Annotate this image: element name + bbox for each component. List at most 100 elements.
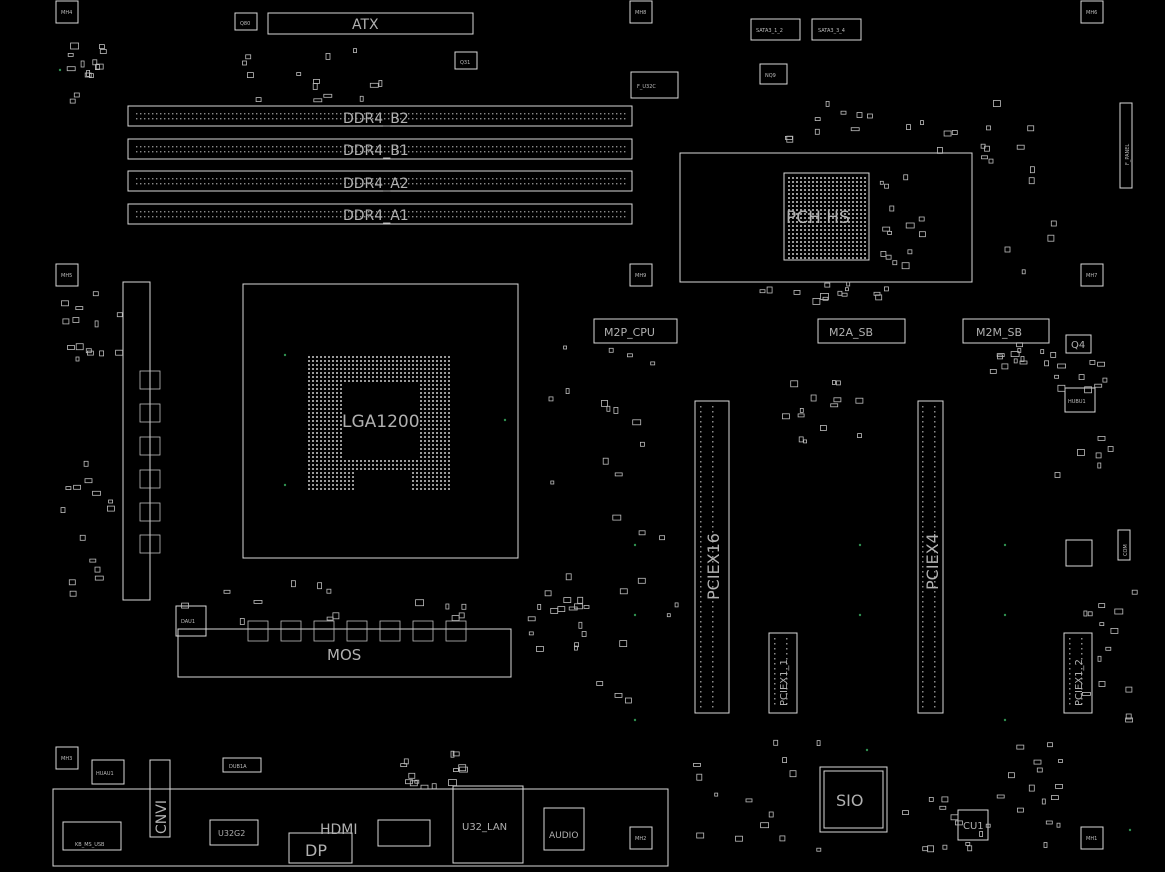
- dimm-pin: [600, 113, 602, 115]
- pcie-pin: [700, 476, 702, 478]
- cpu-pad: [340, 368, 342, 370]
- dau1-chip: [175, 605, 207, 637]
- passive-component: [797, 413, 805, 418]
- pch-ball: [844, 205, 846, 207]
- pch-ball: [820, 221, 822, 223]
- passive-component: [892, 260, 898, 266]
- pch-ball: [796, 177, 798, 179]
- pcie-pin: [700, 501, 702, 503]
- cpu-pad: [432, 488, 434, 490]
- cpu-pad: [416, 488, 418, 490]
- pch-ball: [800, 225, 802, 227]
- cpu-pad: [364, 464, 366, 466]
- pch-ball: [852, 213, 854, 215]
- dimm-pin: [268, 183, 270, 185]
- dimm-pin: [592, 178, 594, 180]
- pcie-pin: [700, 701, 702, 703]
- pch-ball: [800, 233, 802, 235]
- pciex16-slot: [694, 400, 730, 714]
- pch-ball: [812, 197, 814, 199]
- dimm-pin: [156, 118, 158, 120]
- pch-ball: [828, 237, 830, 239]
- cpu-pad: [448, 360, 450, 362]
- cpu-pad: [348, 368, 350, 370]
- cpu-pad: [444, 376, 446, 378]
- cpu-pad: [340, 364, 342, 366]
- dimm-pin: [144, 211, 146, 213]
- passive-component: [1097, 655, 1102, 662]
- passive-component: [812, 297, 821, 305]
- cpu-pad: [336, 456, 338, 458]
- cpu-pad: [320, 444, 322, 446]
- cpu-pad: [308, 468, 310, 470]
- passive-component: [906, 124, 911, 130]
- pch-ball: [856, 185, 858, 187]
- cpu-pad: [424, 476, 426, 478]
- cpu-pad: [428, 456, 430, 458]
- dimm-pin: [592, 118, 594, 120]
- cpu-pad: [420, 368, 422, 370]
- passive-component: [1028, 784, 1035, 792]
- dimm-pin: [400, 146, 402, 148]
- pch-ball: [864, 249, 866, 251]
- cpu-pad: [328, 468, 330, 470]
- dimm-pin: [328, 183, 330, 185]
- dimm-pin: [384, 113, 386, 115]
- pch-ball: [820, 217, 822, 219]
- cpu-pad: [348, 472, 350, 474]
- dimm-pin: [136, 211, 138, 213]
- pcie-pin: [700, 446, 702, 448]
- pcie-pin: [1069, 688, 1071, 690]
- dimm-pin: [252, 151, 254, 153]
- via-dot: [1003, 613, 1007, 617]
- cpu-pad: [332, 416, 334, 418]
- cpu-pad: [336, 400, 338, 402]
- dimm-pin: [308, 211, 310, 213]
- passive-component: [1013, 358, 1018, 364]
- cpu-pad: [428, 424, 430, 426]
- pcie-pin: [700, 406, 702, 408]
- dimm-pin: [368, 118, 370, 120]
- dimm-pin: [556, 178, 558, 180]
- dimm-pin: [440, 146, 442, 148]
- pch-ball: [820, 205, 822, 207]
- passive-component: [939, 805, 947, 810]
- f-u32c-connector: [630, 71, 679, 99]
- pch-ball: [812, 201, 814, 203]
- pcie-pin: [1081, 683, 1083, 685]
- cpu-pad: [336, 408, 338, 410]
- pch-ball: [852, 197, 854, 199]
- cpu-pad: [424, 432, 426, 434]
- dimm-pin: [340, 118, 342, 120]
- pch-ball: [788, 201, 790, 203]
- pch-ball: [788, 233, 790, 235]
- dimm-pin: [276, 151, 278, 153]
- dimm-pin: [336, 118, 338, 120]
- passive-component: [855, 397, 864, 404]
- cpu-pad: [316, 372, 318, 374]
- dimm-pin: [468, 216, 470, 218]
- pch-ball: [832, 213, 834, 215]
- dimm-pin: [384, 151, 386, 153]
- passive-component: [563, 345, 567, 350]
- passive-component: [943, 130, 952, 137]
- pch-ball: [856, 249, 858, 251]
- pch-ball: [852, 253, 854, 255]
- cpu-pad: [412, 468, 414, 470]
- cpu-pad: [324, 384, 326, 386]
- dimm-pin: [260, 183, 262, 185]
- dimm-pin: [388, 118, 390, 120]
- pch-ball: [828, 257, 830, 259]
- pcie-pin: [934, 566, 936, 568]
- pcie-pin: [700, 456, 702, 458]
- cpu-pad: [424, 488, 426, 490]
- dimm-pin: [416, 151, 418, 153]
- pcie-pin: [934, 486, 936, 488]
- pcie-pin: [1069, 703, 1071, 705]
- cpu-pad: [336, 360, 338, 362]
- dimm-pin: [208, 216, 210, 218]
- dimm-pin: [376, 113, 378, 115]
- cpu-pad: [428, 372, 430, 374]
- cpu-pad: [344, 488, 346, 490]
- dimm-pin: [496, 146, 498, 148]
